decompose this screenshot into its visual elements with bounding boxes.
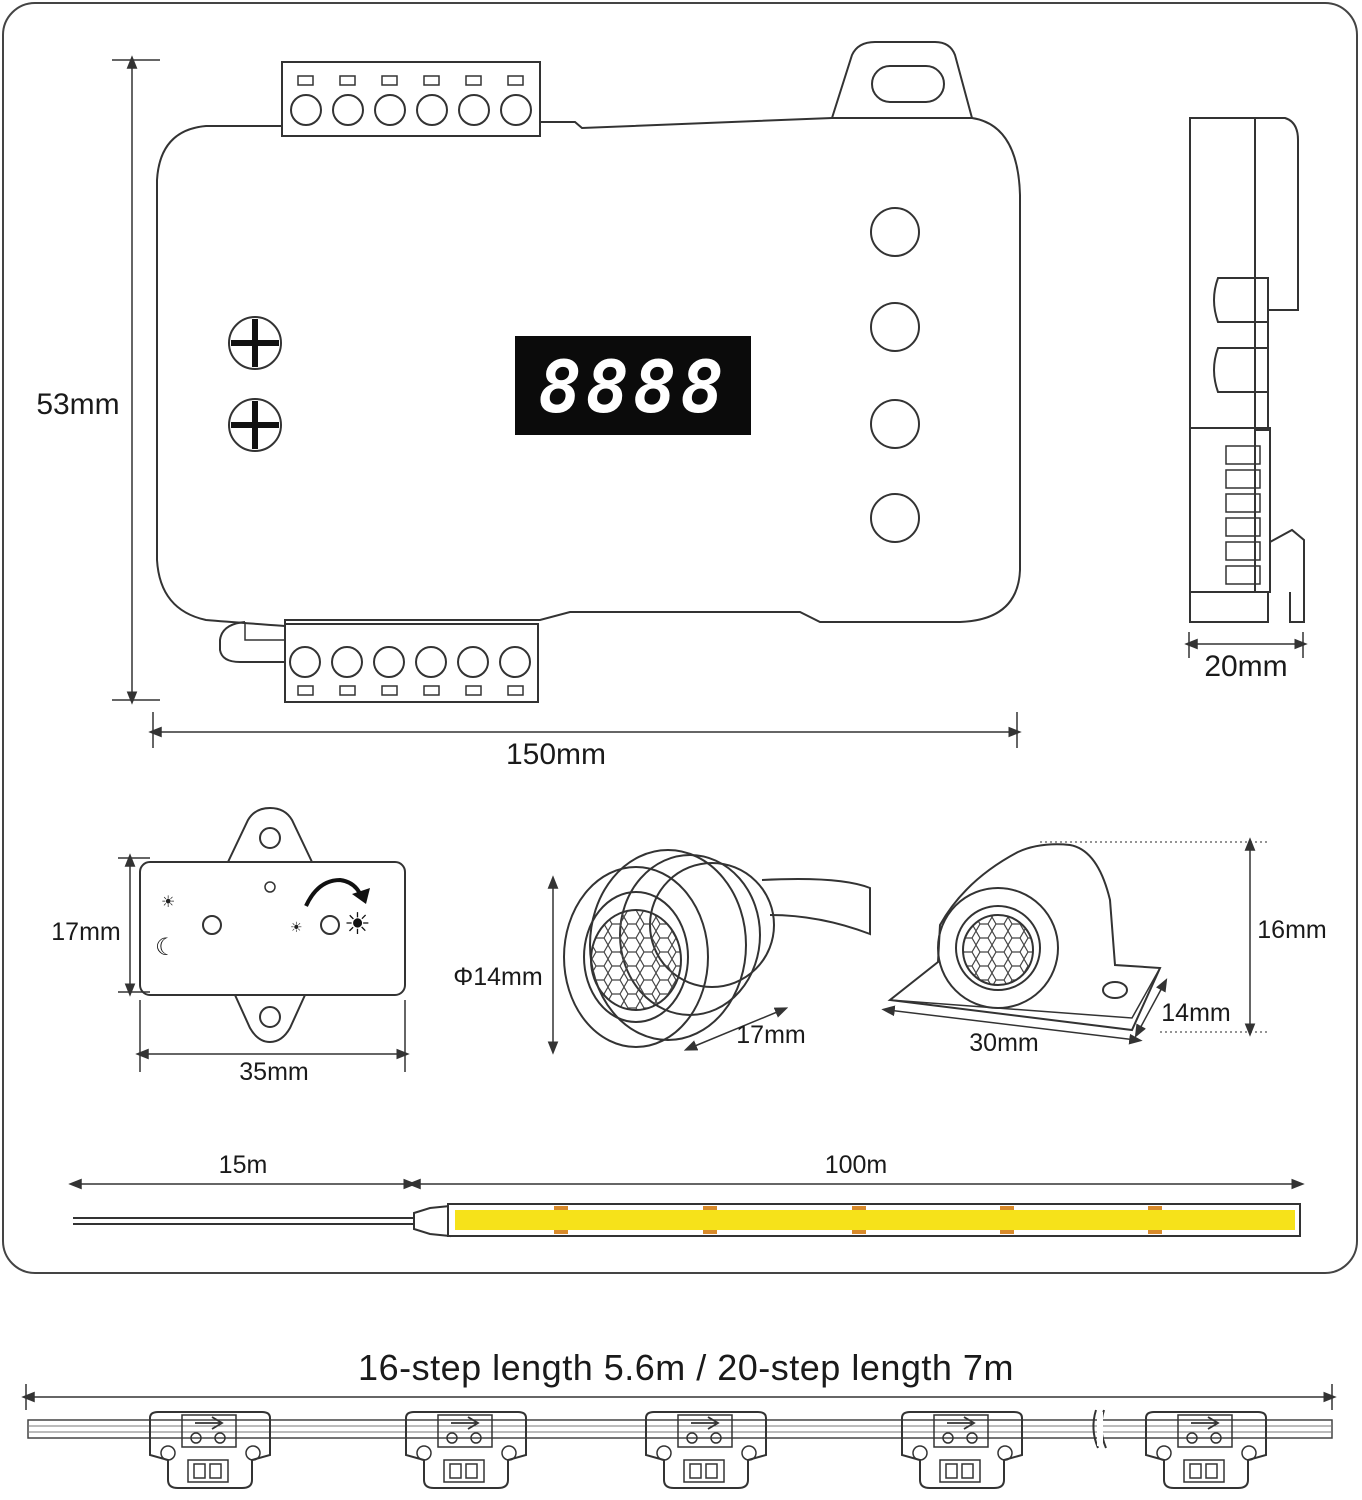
step-connector: [149, 1411, 271, 1489]
control-button[interactable]: [870, 399, 920, 449]
mount-width-label: 30mm: [969, 1029, 1038, 1057]
sensor-width-label: 35mm: [239, 1058, 308, 1086]
sun-bright-icon: ☀: [344, 908, 371, 941]
sensor-height-label: 17mm: [51, 918, 120, 946]
light-sensor-module: ☀ ☾ ☀ ☀ 17mm 35mm: [51, 806, 410, 1086]
cob-led-strip: 15m 100m: [68, 1151, 1305, 1238]
sun-small-icon: ☀: [161, 894, 175, 911]
moon-icon: ☾: [155, 934, 177, 961]
controller-front-view: 8888: [156, 41, 1021, 703]
screw-icon: [228, 316, 282, 370]
pir-diameter-label: Φ14mm: [453, 963, 542, 991]
top-terminal-block: [281, 61, 541, 137]
control-button[interactable]: [870, 493, 920, 543]
controller-side-view: 20mm: [1184, 117, 1308, 683]
controller-width-dimension: 150mm: [148, 712, 1022, 771]
led-display: 8888: [515, 336, 751, 435]
strip-length-label: 100m: [825, 1151, 888, 1179]
screw-icon: [228, 398, 282, 452]
depth-label: 20mm: [1204, 650, 1287, 683]
width-label: 150mm: [506, 738, 606, 771]
controller-height-dimension: 53mm: [36, 55, 160, 705]
round-pir-sensor: Φ14mm 17mm: [453, 849, 871, 1055]
step-cable-title: 16-step length 5.6m / 20-step length 7m: [358, 1347, 1014, 1388]
control-button[interactable]: [870, 302, 920, 352]
sun-small-icon: ☀: [290, 919, 303, 935]
mounted-pir-sensor: 16mm 14mm 30mm: [881, 837, 1327, 1057]
mount-height-label: 16mm: [1257, 916, 1326, 944]
step-cable-diagram: 16-step length 5.6m / 20-step length 7m: [21, 1347, 1337, 1489]
control-button[interactable]: [870, 207, 920, 257]
mount-depth-label: 14mm: [1161, 999, 1230, 1027]
outer-frame: [2, 2, 1358, 1274]
lead-length-label: 15m: [219, 1151, 268, 1179]
pir-length-label: 17mm: [736, 1021, 805, 1049]
display-digits: 8888: [538, 345, 727, 429]
led-strip-emitter: [455, 1210, 1295, 1230]
height-label: 53mm: [36, 388, 119, 421]
arrow-icon: [352, 888, 370, 904]
bottom-terminal-block: [219, 621, 539, 703]
